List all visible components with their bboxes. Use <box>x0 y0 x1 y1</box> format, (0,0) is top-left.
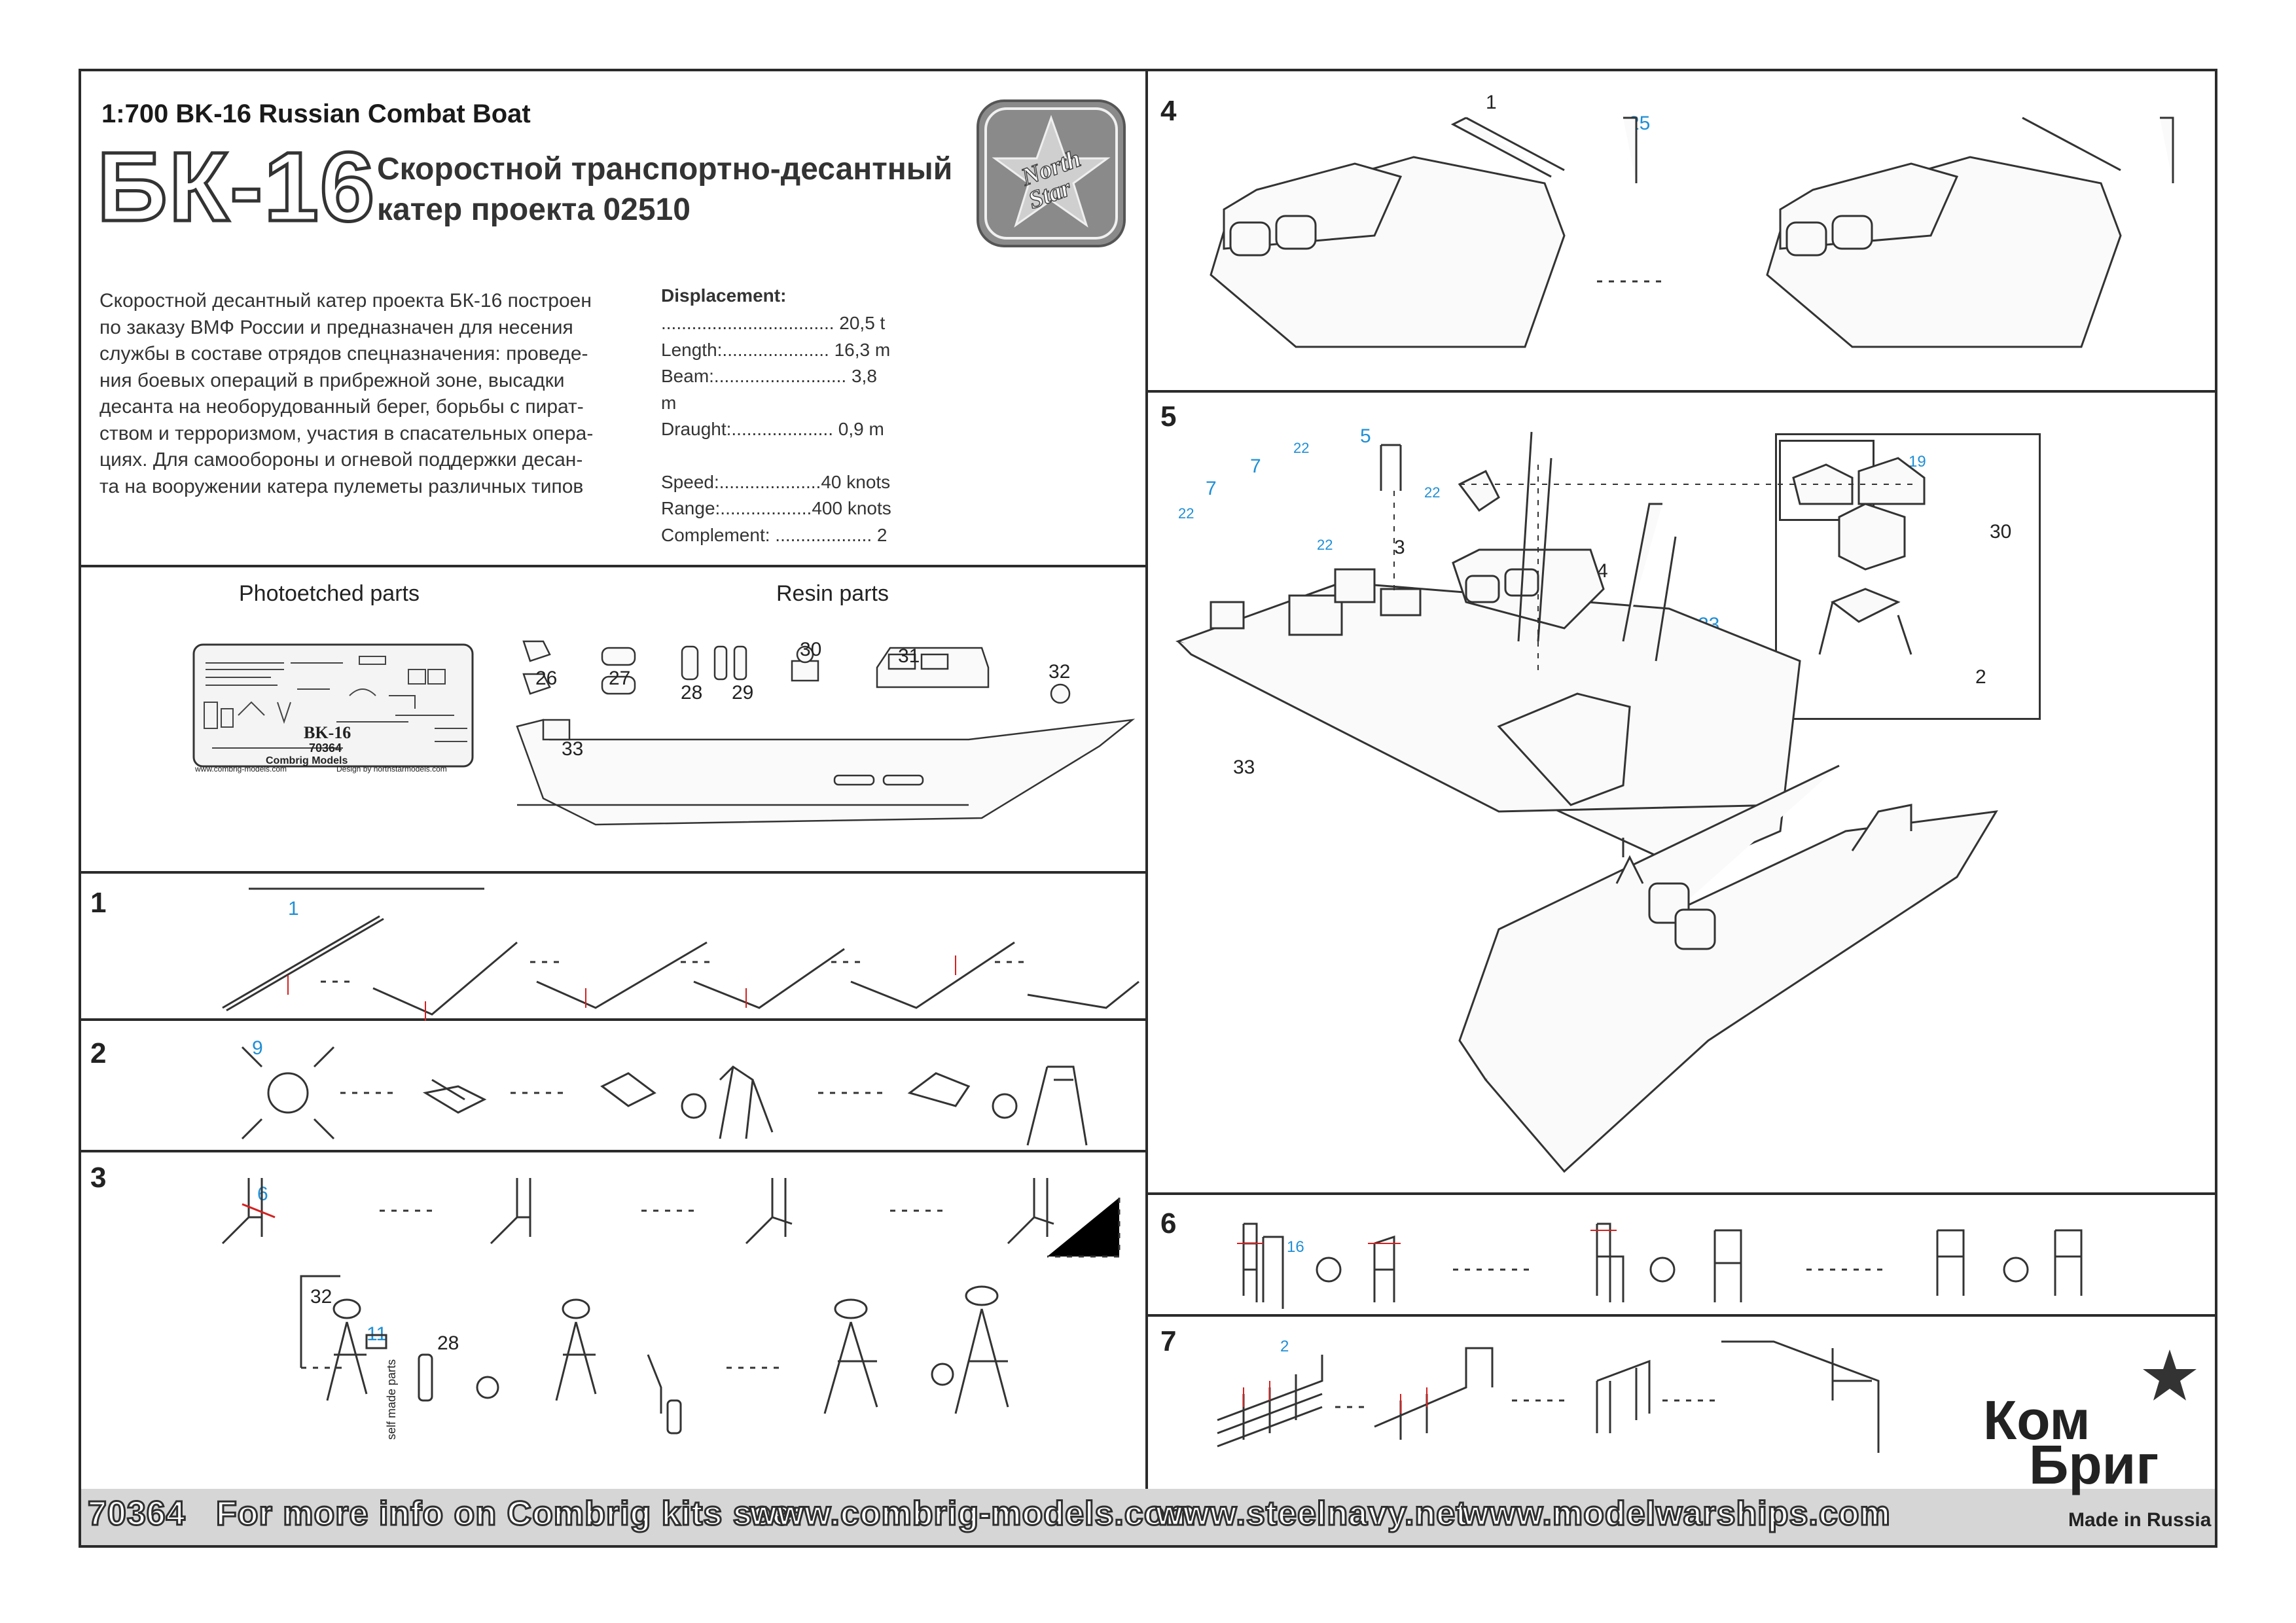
description-line: по заказу ВМФ России и предназначен для … <box>99 316 573 338</box>
step-5-callout-7a: 7 <box>1206 478 1217 499</box>
step-1-number: 1 <box>90 887 107 919</box>
fret-design: Design by northstarmodels.com <box>336 764 447 774</box>
divider-step4 <box>1147 390 2216 393</box>
divider-step6 <box>1147 1314 2216 1317</box>
resin-part-30: 30 <box>800 639 822 660</box>
footer-info: For more info on Combrig kits see: <box>215 1494 804 1534</box>
description-line: циях. Для самообороны и огневой поддержк… <box>99 449 583 471</box>
footer-link-steelnavy[interactable]: www.steelnavy.net <box>1155 1494 1468 1534</box>
photoetch-fret-drawing: BK-16 70364 Combrig Models www.combrig-m… <box>192 643 474 774</box>
step-5-callout-7b: 7 <box>1250 455 1261 477</box>
step-7-number: 7 <box>1160 1325 1177 1357</box>
made-in-russia: Made in Russia <box>2068 1509 2212 1531</box>
footer-band <box>81 1489 2215 1545</box>
spec-row: Speed:....................40 knots <box>661 471 891 492</box>
step-2-number: 2 <box>90 1037 107 1069</box>
fret-site: www.combrig-models.com <box>194 764 287 774</box>
spec-row: Range:..................400 knots <box>661 498 891 518</box>
step-3-drawing <box>221 1178 1121 1435</box>
description-line: десанта на необорудованный берег, борьбы… <box>99 396 584 418</box>
fret-brand: Combrig Models <box>266 755 348 766</box>
specs-heading: Displacement: <box>661 285 787 306</box>
step-3-callout-28: 28 <box>437 1332 459 1354</box>
divider-step1 <box>79 1018 1147 1021</box>
russian-title-line2: катер проекта 02510 <box>377 192 691 228</box>
step-5-inset-box <box>1775 433 2041 720</box>
resin-part-29: 29 <box>732 682 754 704</box>
spec-row: Draught:.................... 0,9 m <box>661 419 884 439</box>
step-4-callout-1: 1 <box>1486 92 1497 113</box>
russian-title-line1: Скоростной транспортно-десантный <box>377 152 953 187</box>
resin-part-31: 31 <box>898 645 920 667</box>
step-3-callout-32: 32 <box>310 1286 332 1308</box>
center-divider <box>1145 69 1148 1489</box>
spec-row: .................................. 20,5 … <box>661 313 886 333</box>
step-5-number: 5 <box>1160 401 1177 433</box>
russian-title: Скоростной транспортно-десантный катер п… <box>377 149 952 231</box>
fret-title: BK-16 <box>304 723 351 742</box>
scale-title: 1:700 BK-16 Russian Combat Boat <box>101 99 531 128</box>
photoetched-label: Photoetched parts <box>239 581 420 606</box>
page-frame <box>79 69 2217 1548</box>
divider-step2 <box>79 1150 1147 1152</box>
photoetch-fret: BK-16 70364 Combrig Models www.combrig-m… <box>192 643 474 774</box>
resin-part-27: 27 <box>609 668 631 689</box>
step-2-drawing <box>241 1046 1088 1146</box>
description: Скоростной десантный катер проекта БК-16… <box>99 288 622 500</box>
step-5-inset-30: 30 <box>1990 521 2012 543</box>
step-5-inset-2: 2 <box>1975 666 1986 688</box>
divider-header <box>79 565 1147 567</box>
step-5-callout-22d: 22 <box>1424 484 1441 501</box>
big-title: БК-16 <box>95 132 376 241</box>
spec-row: Beam:.......................... 3,8 m <box>661 366 877 413</box>
resin-part-26: 26 <box>535 668 558 689</box>
step-6-callout-16: 16 <box>1287 1238 1304 1256</box>
fret-code: 70364 <box>309 741 342 755</box>
footer-code: 70364 <box>87 1494 187 1534</box>
north-star-logo: North Star <box>975 98 1127 249</box>
resin-parts-drawing <box>516 640 1136 826</box>
step-7-drawing <box>1217 1340 1880 1453</box>
step-2-callout: 9 <box>252 1037 263 1059</box>
step-1-drawing <box>222 887 1139 1021</box>
resin-part-28: 28 <box>681 682 703 704</box>
description-line: ством и терроризмом, участия в спасатель… <box>99 422 594 444</box>
footer-link-modelwarships[interactable]: www.modelwarships.com <box>1462 1494 1892 1534</box>
step-5-callout-22a: 22 <box>1178 505 1194 522</box>
spec-row: Complement: ................... 2 <box>661 524 888 545</box>
specs-table: Displacement: ..........................… <box>661 285 897 548</box>
resin-label: Resin parts <box>776 581 889 606</box>
resin-part-32: 32 <box>1049 661 1071 683</box>
brand-kom: Ком <box>1983 1389 2090 1451</box>
description-line: та на вооружении катера пулеметы различн… <box>99 475 584 497</box>
step-3-number: 3 <box>90 1162 107 1194</box>
description-line: службы в составе отрядов спецназначения:… <box>99 343 588 365</box>
spec-row: Length:..................... 16,3 m <box>661 339 891 360</box>
step-4-number: 4 <box>1160 95 1177 127</box>
step-5-callout-33: 33 <box>1233 757 1255 778</box>
kombrig-star-icon <box>2143 1349 2197 1400</box>
step-6-number: 6 <box>1160 1207 1177 1240</box>
step-5-drawing <box>1175 431 1998 1173</box>
step-1-callout: 1 <box>288 898 299 919</box>
north-star-logo-icon: North Star <box>977 99 1126 247</box>
step-5-callout-3: 3 <box>1394 537 1405 558</box>
step-5-callout-5: 5 <box>1360 425 1371 447</box>
step-5-callout-22c: 22 <box>1317 537 1333 553</box>
step-5-callout-22b: 22 <box>1293 440 1310 456</box>
step-4-drawing <box>1210 116 2174 348</box>
spec-row <box>661 443 897 469</box>
step-7-callout-2: 2 <box>1280 1338 1289 1355</box>
footer-link-combrig[interactable]: www.combrig-models.com <box>749 1494 1197 1534</box>
divider-parts <box>79 871 1147 874</box>
description-line: Скоростной десантный катер проекта БК-16… <box>99 290 592 312</box>
step-6-drawing <box>1237 1222 2083 1309</box>
description-line: ния боевых операций в прибрежной зоне, в… <box>99 369 565 391</box>
divider-step5 <box>1147 1192 2216 1195</box>
brand-brig: Бриг <box>2029 1434 2159 1495</box>
resin-part-33: 33 <box>562 738 584 760</box>
